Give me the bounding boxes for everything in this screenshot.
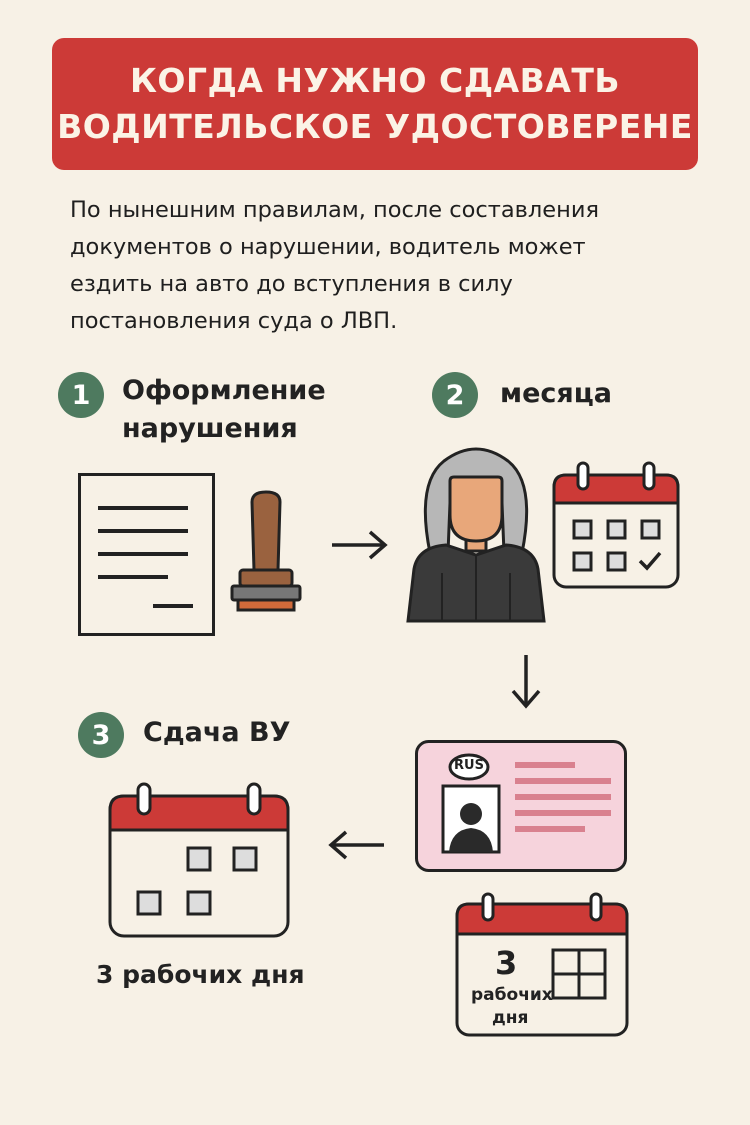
title-line-1: КОГДА НУЖНО СДАВАТЬ (129, 61, 621, 100)
step-3-label: Сдача ВУ (143, 717, 291, 748)
intro-line-2: документов о нарушении, водитель может (70, 234, 586, 260)
small-calendar-number: 3 (495, 944, 518, 982)
arrow-left-icon (328, 830, 384, 860)
title-line-2: ВОДИТЕЛЬСКОЕ УДОСТОВЕРЕНЕ (57, 107, 693, 146)
step-3-number: 3 (78, 712, 124, 758)
small-calendar-line-2: дня (492, 1008, 529, 1028)
calendar-icon (455, 892, 629, 1037)
intro-line-3: ездить на авто до вступления в силу (70, 271, 513, 297)
stamp-icon (230, 490, 302, 612)
step-2-number: 2 (432, 372, 478, 418)
intro-paragraph: По нынешним правилам, после составления … (70, 192, 710, 340)
step-1-number: 1 (58, 372, 104, 418)
license-badge: RUS (454, 758, 484, 773)
calendar-icon (552, 461, 680, 589)
intro-line-4: постановления суда о ЛВП. (70, 308, 398, 334)
title-banner: КОГДА НУЖНО СДАВАТЬ ВОДИТЕЛЬСКОЕ УДОСТОВ… (52, 38, 698, 170)
document-icon (78, 473, 215, 636)
judge-icon (406, 447, 546, 623)
step-2-label: месяца (500, 378, 612, 409)
intro-line-1: По нынешним правилам, после составления (70, 197, 600, 223)
driver-license-icon (415, 740, 627, 872)
step-1-label: Оформление нарушения (122, 372, 326, 448)
arrow-right-icon (332, 530, 388, 560)
arrow-down-icon (511, 655, 541, 709)
step-1-label-line-2: нарушения (122, 413, 298, 444)
small-calendar-line-1: рабочих (471, 985, 553, 1005)
step-1-label-line-1: Оформление (122, 375, 326, 406)
big-calendar-caption: 3 рабочих дня (96, 960, 305, 989)
calendar-icon (108, 782, 290, 938)
